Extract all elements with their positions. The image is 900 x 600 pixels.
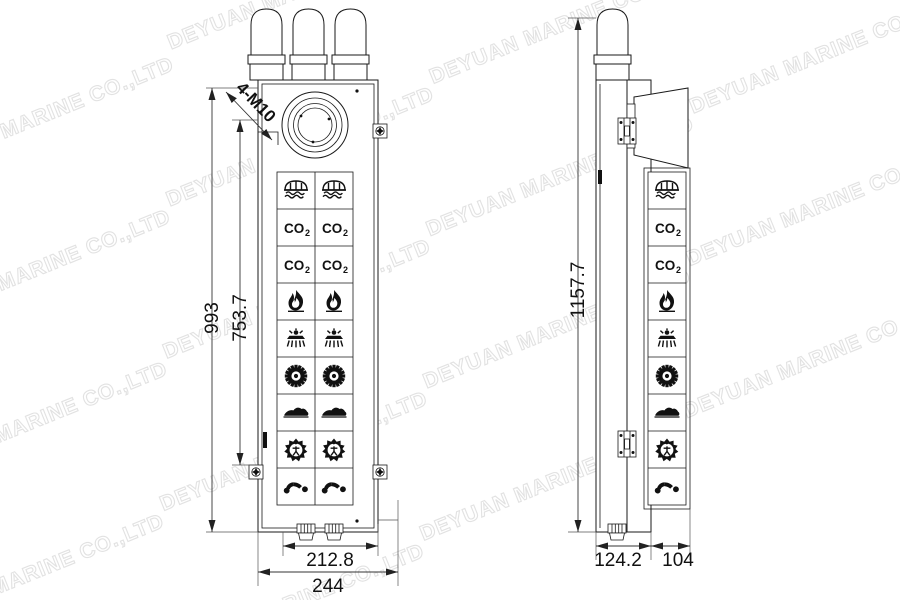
- side-strip-plate: [643, 167, 691, 510]
- front-view: CO 2 CO 2 CO 2 CO 2: [247, 8, 388, 541]
- door-latch: [263, 432, 267, 448]
- beacon-lamp: [247, 8, 286, 81]
- dim-993: 993: [202, 302, 223, 334]
- dim-753-7: 753.7: [230, 294, 251, 342]
- side-icon-strip: CO 2 CO 2: [647, 171, 687, 506]
- door-latch: [598, 170, 602, 184]
- icon-cell-co2: CO 2: [655, 258, 681, 275]
- round-speaker: [281, 91, 349, 159]
- svg-text:CO: CO: [655, 258, 675, 273]
- svg-text:2: 2: [343, 228, 348, 238]
- svg-text:2: 2: [305, 228, 310, 238]
- front-door-outline: [261, 83, 375, 529]
- icon-cell-co2: CO 2: [284, 258, 310, 275]
- dim-124-2: 124.2: [594, 550, 642, 571]
- mounting-lug: [248, 464, 264, 480]
- dim-212-8: 212.8: [306, 550, 354, 571]
- cable-gland: [324, 523, 344, 541]
- door-hinge: [617, 117, 637, 145]
- icon-cell-co2: CO 2: [284, 221, 310, 238]
- svg-text:CO: CO: [322, 258, 342, 273]
- mounting-lug: [372, 464, 388, 480]
- svg-text:2: 2: [676, 228, 681, 238]
- icon-cell-co2: CO 2: [322, 258, 348, 275]
- mounting-lug: [372, 123, 388, 139]
- svg-text:CO: CO: [284, 258, 304, 273]
- dim-244: 244: [312, 576, 344, 597]
- beacon-lamp-group: [247, 8, 370, 81]
- beacon-lamp: [593, 8, 632, 81]
- side-view: CO 2 CO 2: [593, 8, 691, 541]
- beacon-lamp: [331, 8, 370, 81]
- icon-cell-gear: [655, 364, 679, 388]
- icon-cell-co2: CO 2: [322, 221, 348, 238]
- dim-1157-7: 1157.7: [568, 262, 589, 319]
- dim-104: 104: [662, 550, 694, 571]
- screw-dot: [355, 519, 359, 523]
- cable-gland: [607, 523, 627, 541]
- door-hinge: [617, 430, 637, 458]
- cable-gland: [296, 523, 316, 541]
- beacon-lamp: [289, 8, 328, 81]
- icon-cell-gear: [322, 364, 346, 388]
- front-icon-matrix: CO 2 CO 2 CO 2 CO 2: [276, 171, 354, 506]
- svg-text:CO: CO: [284, 221, 304, 236]
- screw-dot: [355, 89, 359, 93]
- side-dimension-layer: 1157.7 124.2 104: [568, 17, 694, 571]
- svg-text:2: 2: [305, 265, 310, 275]
- svg-text:2: 2: [343, 265, 348, 275]
- icon-cell-co2: CO 2: [655, 221, 681, 238]
- icon-cell-gear: [284, 364, 308, 388]
- svg-text:CO: CO: [322, 221, 342, 236]
- svg-text:CO: CO: [655, 221, 675, 236]
- svg-text:2: 2: [676, 265, 681, 275]
